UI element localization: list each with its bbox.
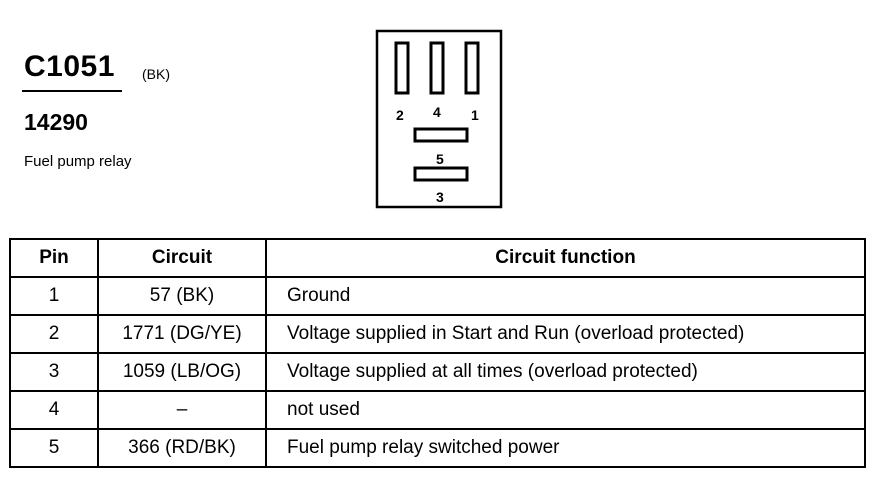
- connector-id: C1051: [24, 50, 115, 83]
- pin-label: 2: [396, 107, 404, 123]
- table-row: 5 366 (RD/BK) Fuel pump relay switched p…: [9, 428, 866, 468]
- table-row: 2 1771 (DG/YE) Voltage supplied in Start…: [9, 314, 866, 354]
- function-cell: Voltage supplied in Start and Run (overl…: [265, 314, 866, 354]
- pin-5-terminal: [413, 127, 469, 143]
- function-cell: not used: [265, 390, 866, 430]
- function-cell: Fuel pump relay switched power: [265, 428, 866, 468]
- circuit-cell: 1771 (DG/YE): [97, 314, 267, 354]
- pin-2-terminal: [394, 41, 410, 95]
- connector-color: (BK): [142, 66, 170, 82]
- circuit-cell: 1059 (LB/OG): [97, 352, 267, 392]
- pin-cell: 5: [9, 428, 99, 468]
- column-header-function: Circuit function: [265, 238, 866, 278]
- pin-cell: 1: [9, 276, 99, 316]
- pin-1-terminal: [464, 41, 480, 95]
- function-cell: Voltage supplied at all times (overload …: [265, 352, 866, 392]
- function-cell: Ground: [265, 276, 866, 316]
- circuit-cell: –: [97, 390, 267, 430]
- pin-4-terminal: [429, 41, 445, 95]
- component-description: Fuel pump relay: [24, 153, 132, 170]
- connector-face-diagram: 2 4 1 5 3: [375, 29, 503, 209]
- pin-label: 3: [436, 189, 444, 205]
- pin-cell: 2: [9, 314, 99, 354]
- column-header-pin: Pin: [9, 238, 99, 278]
- part-number: 14290: [24, 109, 88, 135]
- table-header-row: Pin Circuit Circuit function: [9, 238, 866, 278]
- pinout-table: Pin Circuit Circuit function 1 57 (BK) G…: [9, 238, 866, 468]
- table-row: 3 1059 (LB/OG) Voltage supplied at all t…: [9, 352, 866, 392]
- pin-label: 1: [471, 107, 479, 123]
- table-row: 1 57 (BK) Ground: [9, 276, 866, 316]
- table-row: 4 – not used: [9, 390, 866, 430]
- circuit-cell: 366 (RD/BK): [97, 428, 267, 468]
- pin-cell: 3: [9, 352, 99, 392]
- connector-id-underline: [22, 90, 122, 92]
- circuit-cell: 57 (BK): [97, 276, 267, 316]
- pin-label: 4: [433, 104, 441, 120]
- pin-label: 5: [436, 151, 444, 167]
- pin-3-terminal: [413, 166, 469, 182]
- column-header-circuit: Circuit: [97, 238, 267, 278]
- pin-cell: 4: [9, 390, 99, 430]
